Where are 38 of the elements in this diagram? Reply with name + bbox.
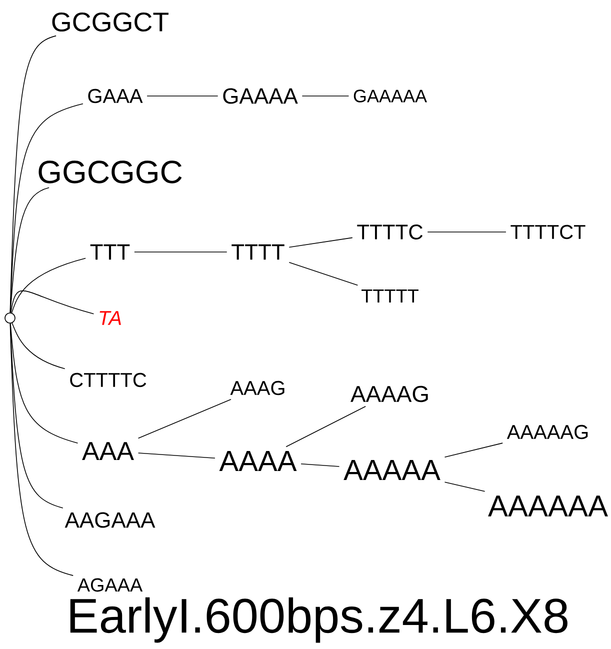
branch-line bbox=[444, 442, 503, 458]
sequence-label: AAA bbox=[82, 442, 134, 460]
sequence-label: AAAA bbox=[219, 451, 297, 471]
branch-line bbox=[288, 237, 353, 248]
branch-line bbox=[10, 187, 50, 314]
sequence-label: AAAG bbox=[230, 380, 284, 396]
branch-line bbox=[288, 262, 358, 286]
branch-line bbox=[300, 464, 340, 467]
sequence-label: GAAA bbox=[88, 88, 143, 104]
branch-line bbox=[444, 482, 486, 492]
branch-line bbox=[10, 323, 64, 508]
sequence-label: GAAAA bbox=[223, 88, 298, 104]
branch-line bbox=[10, 322, 78, 444]
sequence-label: TTT bbox=[90, 244, 130, 260]
branch-line bbox=[10, 323, 74, 576]
sequence-label: AGAAA bbox=[77, 578, 143, 592]
sequence-label: AAAAG bbox=[350, 386, 428, 402]
sequence-label: TTTT bbox=[232, 244, 284, 260]
branch-line bbox=[138, 452, 216, 459]
sequence-label: GCGGCT bbox=[52, 12, 168, 32]
sequence-label: AAAAAG bbox=[506, 424, 588, 440]
branch-line bbox=[286, 406, 366, 448]
sequence-label: AAAAAA bbox=[488, 496, 608, 516]
sequence-label: TA bbox=[100, 311, 121, 325]
branch-line bbox=[138, 398, 232, 439]
branch-line bbox=[12, 322, 66, 370]
branch-line bbox=[10, 290, 94, 314]
sequence-label: TTTTT bbox=[362, 290, 418, 303]
sequence-label: AAAAA bbox=[344, 460, 440, 480]
root-node bbox=[4, 312, 16, 324]
sequence-label: CTTTTC bbox=[70, 372, 146, 388]
caption: EarlyI.600bps.z4.L6.X8 bbox=[70, 597, 568, 643]
sequence-label: GGCGGC bbox=[38, 160, 182, 184]
branch-line bbox=[11, 258, 86, 314]
sequence-label: TTTTCT bbox=[510, 224, 586, 240]
sequence-label: GAAAAA bbox=[354, 90, 427, 102]
sequence-label: TTTTC bbox=[357, 224, 423, 240]
sequence-label: AAGAAA bbox=[64, 512, 156, 528]
